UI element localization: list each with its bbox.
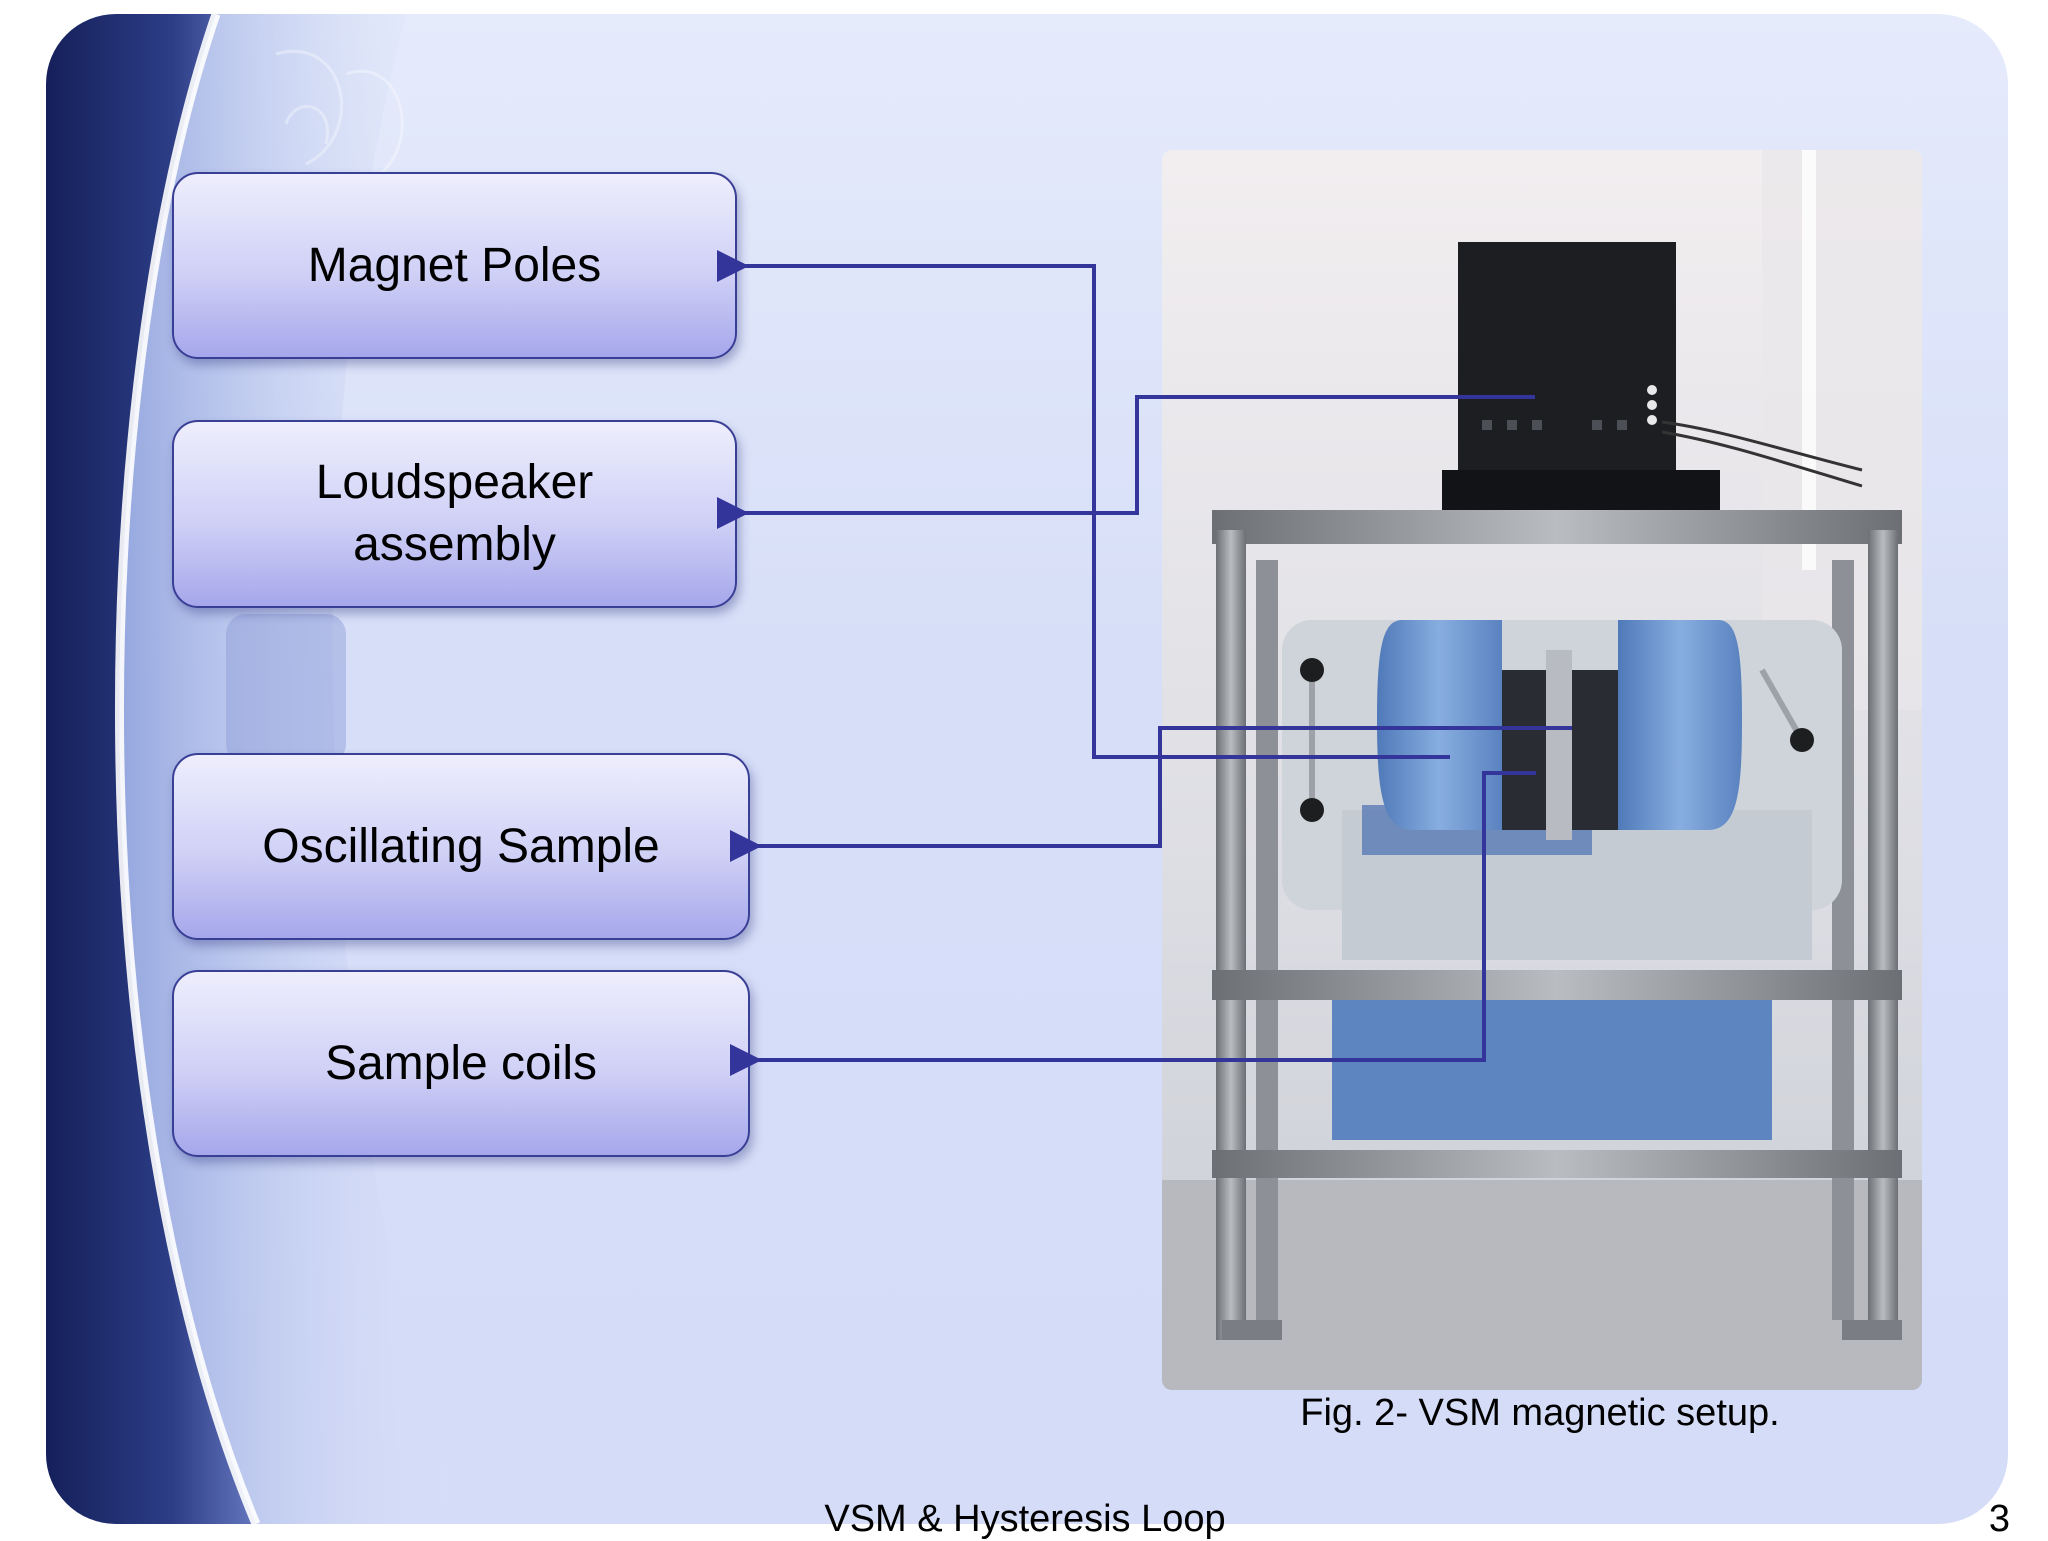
figure-caption: Fig. 2- VSM magnetic setup. (1300, 1392, 1780, 1434)
loudspeaker-assembly-label: Loudspeaker assembly (172, 420, 737, 608)
sample-coils-text: Sample coils (324, 1036, 598, 1090)
magnet-poles-text: Magnet Poles (307, 238, 602, 292)
page-number: 3 (1988, 1498, 2010, 1540)
loudspeaker-text-line1: Loudspeaker (315, 456, 594, 509)
sample-coils-label: Sample coils (172, 970, 750, 1157)
loudspeaker-text-line2: assembly (353, 518, 556, 571)
vsm-setup-photo (1162, 150, 1922, 1390)
magnet-poles-label: Magnet Poles (172, 172, 737, 359)
oscillating-sample-label: Oscillating Sample (172, 753, 750, 940)
oscillating-sample-text: Oscillating Sample (262, 819, 660, 873)
footer-title: VSM & Hysteresis Loop (824, 1498, 1226, 1540)
vsm-setup-illustration (1162, 150, 1922, 1390)
